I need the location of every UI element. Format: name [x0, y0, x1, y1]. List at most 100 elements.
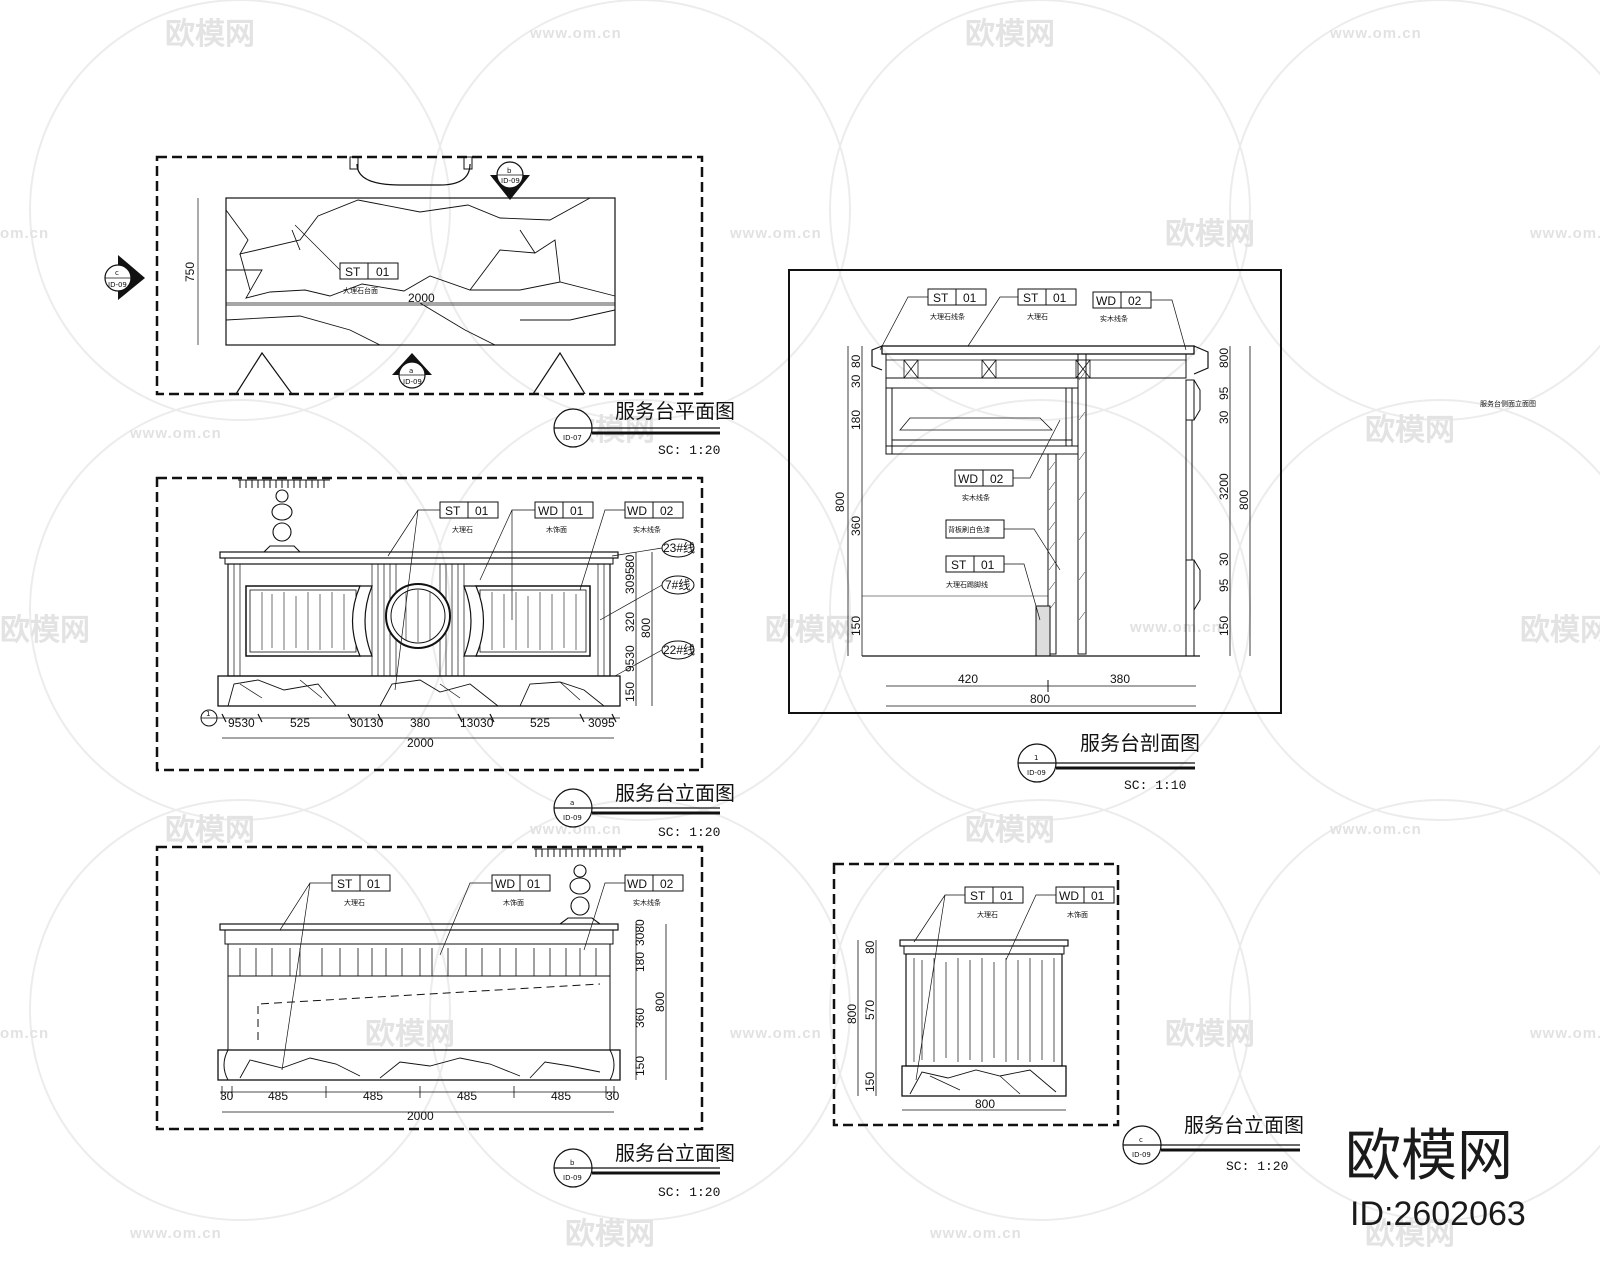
- dim-label: 30130: [350, 716, 384, 730]
- elev-c-dims: 80 570 150 800 800: [845, 940, 1066, 1111]
- dim-label: 420: [958, 672, 978, 686]
- model-id: ID:2602063: [1350, 1195, 1526, 1233]
- elev-a-tag-desc: 实木线条: [633, 525, 661, 534]
- elev-a-tag-desc: 木饰面: [546, 525, 567, 534]
- dim-label: 380: [1110, 672, 1130, 686]
- elev-a-title-block: a ID-09 服务台立面图 SC: 1:20: [553, 781, 735, 840]
- dim-label: 9530: [228, 716, 255, 730]
- dim-label: 150: [1217, 616, 1231, 636]
- dim-label: 80: [623, 554, 637, 568]
- watermark-brand: 欧模网: [0, 613, 90, 648]
- section-view: 80 30 180 360 150 800 800 95 30 3200 30 …: [788, 269, 1536, 793]
- elev-a-callouts: 23#线 7#线 22#线: [599, 538, 695, 677]
- dim-label: 360: [849, 516, 863, 536]
- finial-ornament: [262, 489, 302, 553]
- plan-frame: [155, 155, 704, 396]
- watermark-url: www.om.cn: [129, 425, 222, 442]
- elev-b-title-block: b ID-09 服务台立面图 SC: 1:20: [553, 1141, 735, 1200]
- section-side-note: 服务台侧面立面图: [1480, 399, 1536, 408]
- elev-b-tag-num: 02: [660, 877, 674, 891]
- plan-view: 2000 750 ST 01 大理石台面 b ID-09 c ID-09: [104, 155, 735, 458]
- elev-c-tag-desc: 大理石: [977, 910, 998, 919]
- elev-c-tag-desc: 木饰面: [1067, 910, 1088, 919]
- watermark-brand: 欧模网: [565, 1217, 655, 1252]
- dim-label: 360: [633, 1008, 647, 1028]
- section-tag-code: WD: [1096, 294, 1116, 308]
- elev-b-dims: 30 485 485 485 485 30 2000 3080 180 360 …: [220, 919, 667, 1123]
- watermark-brand: 欧模网: [965, 17, 1055, 52]
- dim-label: 30: [1217, 552, 1231, 566]
- elev-b-tag-code: WD: [495, 877, 515, 891]
- elev-a-tags: ST 01 大理石 WD 01 木饰面 WD 02 实木线条: [387, 501, 684, 691]
- watermark-brand: 欧模网: [1520, 613, 1600, 648]
- section-tag-num: 01: [963, 291, 977, 305]
- elev-a-tag-num: 01: [570, 504, 584, 518]
- elevation-a-view: ST 01 大理石 WD 01 木饰面 WD 02 实木线条 23#线 7#线 …: [155, 476, 735, 840]
- brand-watermark: 欧模网 ID:2602063: [1345, 1124, 1526, 1233]
- dim-label: 180: [849, 410, 863, 430]
- watermark-brand: 欧模网: [1165, 1017, 1255, 1052]
- watermark-url: www.om.cn: [1529, 1025, 1600, 1042]
- dim-total: 800: [833, 492, 847, 512]
- dim-label: 13030: [460, 716, 494, 730]
- plan-tag-num: 01: [376, 265, 390, 279]
- elev-a-title: 服务台立面图: [615, 781, 735, 805]
- dim-total: 2000: [407, 1109, 434, 1123]
- plan-dim-height: 750: [183, 262, 197, 282]
- watermark-url: om.cn: [0, 1025, 49, 1042]
- elev-a-ref-letter: a: [570, 799, 574, 807]
- dim-total: 2000: [407, 736, 434, 750]
- dim-label: 150: [623, 682, 637, 702]
- dim-total: 800: [653, 992, 667, 1012]
- dim-label: 180: [633, 952, 647, 972]
- watermark-brand: 欧模网: [365, 1017, 455, 1052]
- dim-label: 485: [457, 1089, 477, 1103]
- elev-c-tags: ST 01 大理石 WD 01 木饰面: [913, 886, 1115, 1081]
- elev-a-tag-num: 02: [660, 504, 674, 518]
- dim-label: 30: [220, 1089, 234, 1103]
- section-tag-code: ST: [951, 558, 967, 572]
- elev-a-section-num: 1: [206, 710, 210, 718]
- elev-a-tag-num: 01: [475, 504, 489, 518]
- dim-label: 95: [1217, 386, 1231, 400]
- watermark-brand: 欧模网: [765, 613, 855, 648]
- dim-label: 30: [849, 374, 863, 388]
- marker-top: b ID-09: [490, 161, 530, 200]
- watermark-brand: 欧模网: [165, 813, 255, 848]
- dim-label: 525: [530, 716, 550, 730]
- elev-c-tag-code: ST: [970, 889, 986, 903]
- section-tag-num: 01: [981, 558, 995, 572]
- watermark-url: www.om.cn: [529, 821, 622, 838]
- dim-label: 570: [863, 1000, 877, 1020]
- elev-b-tag-code: ST: [337, 877, 353, 891]
- dim-label: 3200: [1217, 473, 1231, 500]
- watermark-url: www.om.cn: [929, 1225, 1022, 1242]
- elev-c-ref-sheet: ID-09: [1132, 1151, 1151, 1159]
- section-box-label: 背板刷白色漆: [948, 525, 990, 534]
- plan-tag-code: ST: [345, 265, 361, 279]
- watermark-url: www.om.cn: [729, 1025, 822, 1042]
- dim-total: 800: [639, 618, 653, 638]
- elev-b-ref-letter: b: [570, 1159, 575, 1167]
- dim-label: 150: [849, 616, 863, 636]
- dim-label: 30: [1217, 410, 1231, 424]
- callout-label: 7#线: [665, 578, 690, 592]
- callout-label: 23#线: [663, 541, 695, 555]
- section-tag-code: ST: [933, 291, 949, 305]
- elev-b-tags: ST 01 大理石 WD 01 木饰面 WD 02 实木线条: [279, 874, 684, 1071]
- watermark-brand: 欧模网: [1365, 1217, 1455, 1252]
- dim-total: 800: [1237, 490, 1251, 510]
- dim-label: 800: [1217, 348, 1231, 368]
- dim-label: 485: [363, 1089, 383, 1103]
- watermark-brand: 欧模网: [165, 17, 255, 52]
- elev-a-tag-desc: 大理石: [452, 525, 473, 534]
- watermark-url: www.om.cn: [1129, 619, 1222, 636]
- dim-label: 9530: [623, 645, 637, 672]
- elev-a-dims: 1 9530 525 30130 380 13030 525 3095 2000…: [200, 552, 653, 750]
- marker-bottom: a ID-09: [392, 353, 432, 389]
- dim-label: 3080: [633, 919, 647, 946]
- section-tag-desc: 大理石线条: [930, 312, 965, 321]
- section-tags: ST 01 大理石线条 ST 01 大理石 WD 02 实木线条 WD 02 实…: [879, 288, 1187, 621]
- elev-c-frame: [832, 862, 1120, 1127]
